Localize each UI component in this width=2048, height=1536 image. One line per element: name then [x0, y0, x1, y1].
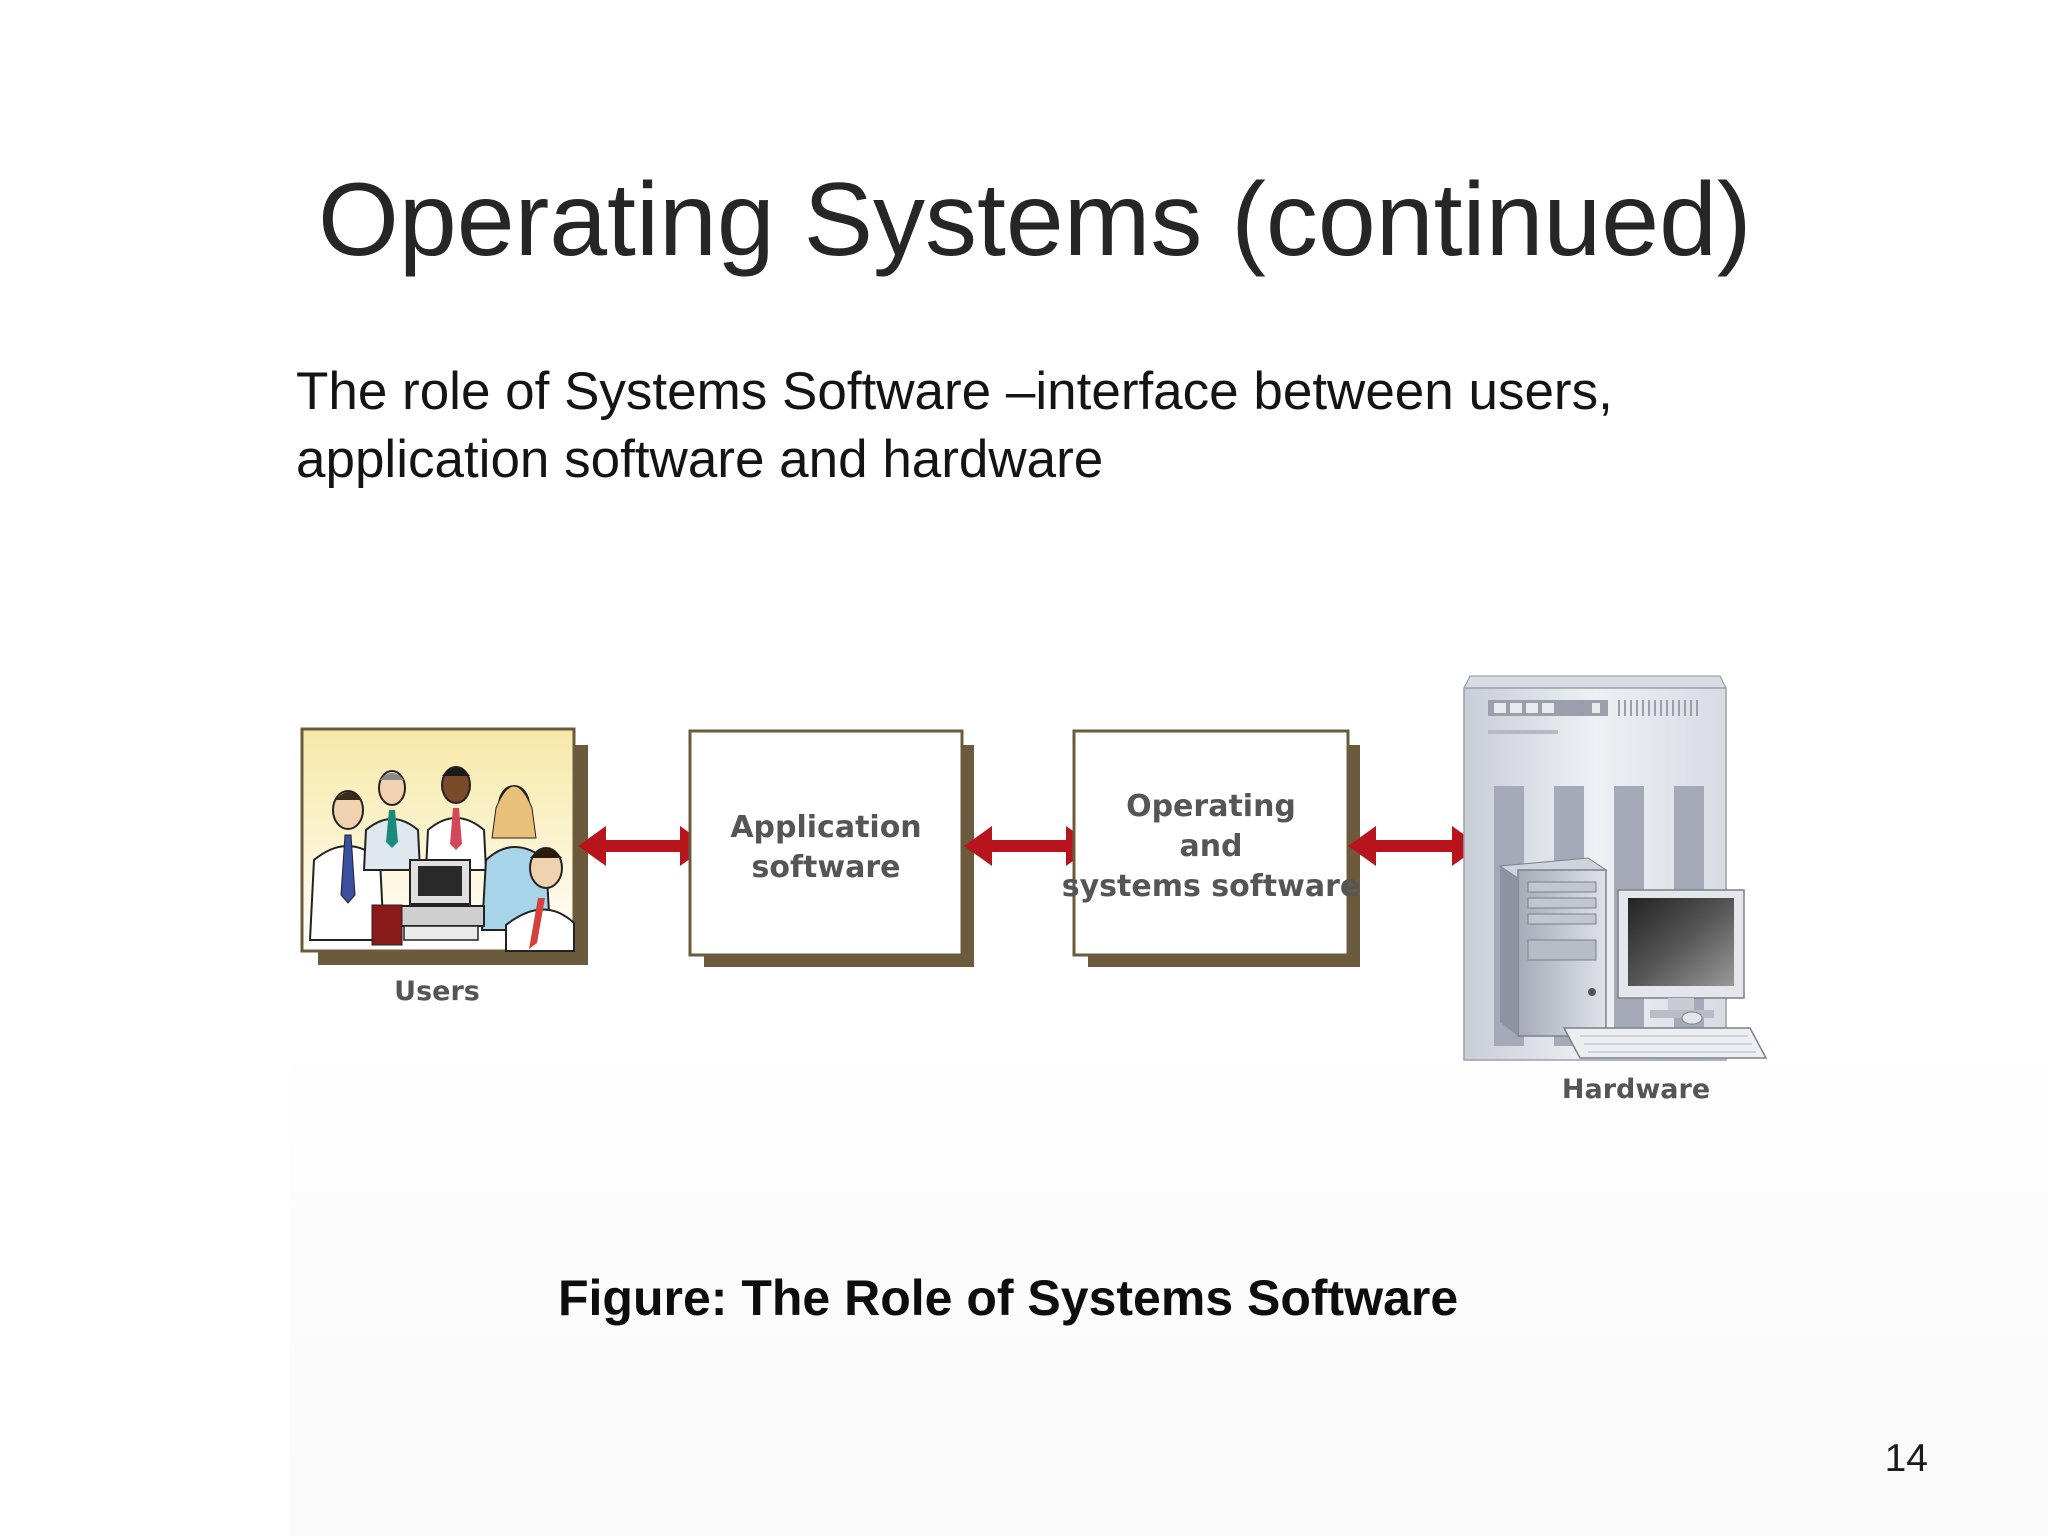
application-box [688, 729, 964, 957]
operating-label-line-3: systems software [1062, 869, 1360, 904]
operating-systems-software-node: Operating and systems software [1062, 729, 1360, 967]
slide-body-text: The role of Systems Software –interface … [296, 362, 1613, 489]
slide-title: Operating Systems (continued) [318, 162, 1752, 278]
application-label-line-2: software [752, 850, 901, 885]
figure-background [290, 1040, 2048, 1536]
computer-hardware-illustration [1463, 675, 1768, 1061]
operating-box [1072, 729, 1350, 957]
hardware-label: Hardware [1562, 1074, 1710, 1105]
users-group-illustration [308, 766, 575, 952]
arrow-application-operating [964, 826, 1094, 866]
application-software-node: Application software [688, 729, 974, 967]
application-label-line-1: Application [730, 810, 921, 845]
page-number: 14 [1884, 1437, 1928, 1480]
figure-caption: Figure: The Role of Systems Software [558, 1270, 1459, 1326]
users-node: Users [300, 727, 588, 1007]
hardware-node: Hardware [1463, 675, 1768, 1105]
operating-label-line-1: Operating [1126, 789, 1296, 824]
arrow-users-application [578, 826, 708, 866]
arrow-operating-hardware [1348, 826, 1480, 866]
operating-label-line-2: and [1179, 829, 1242, 864]
users-label: Users [394, 976, 480, 1007]
